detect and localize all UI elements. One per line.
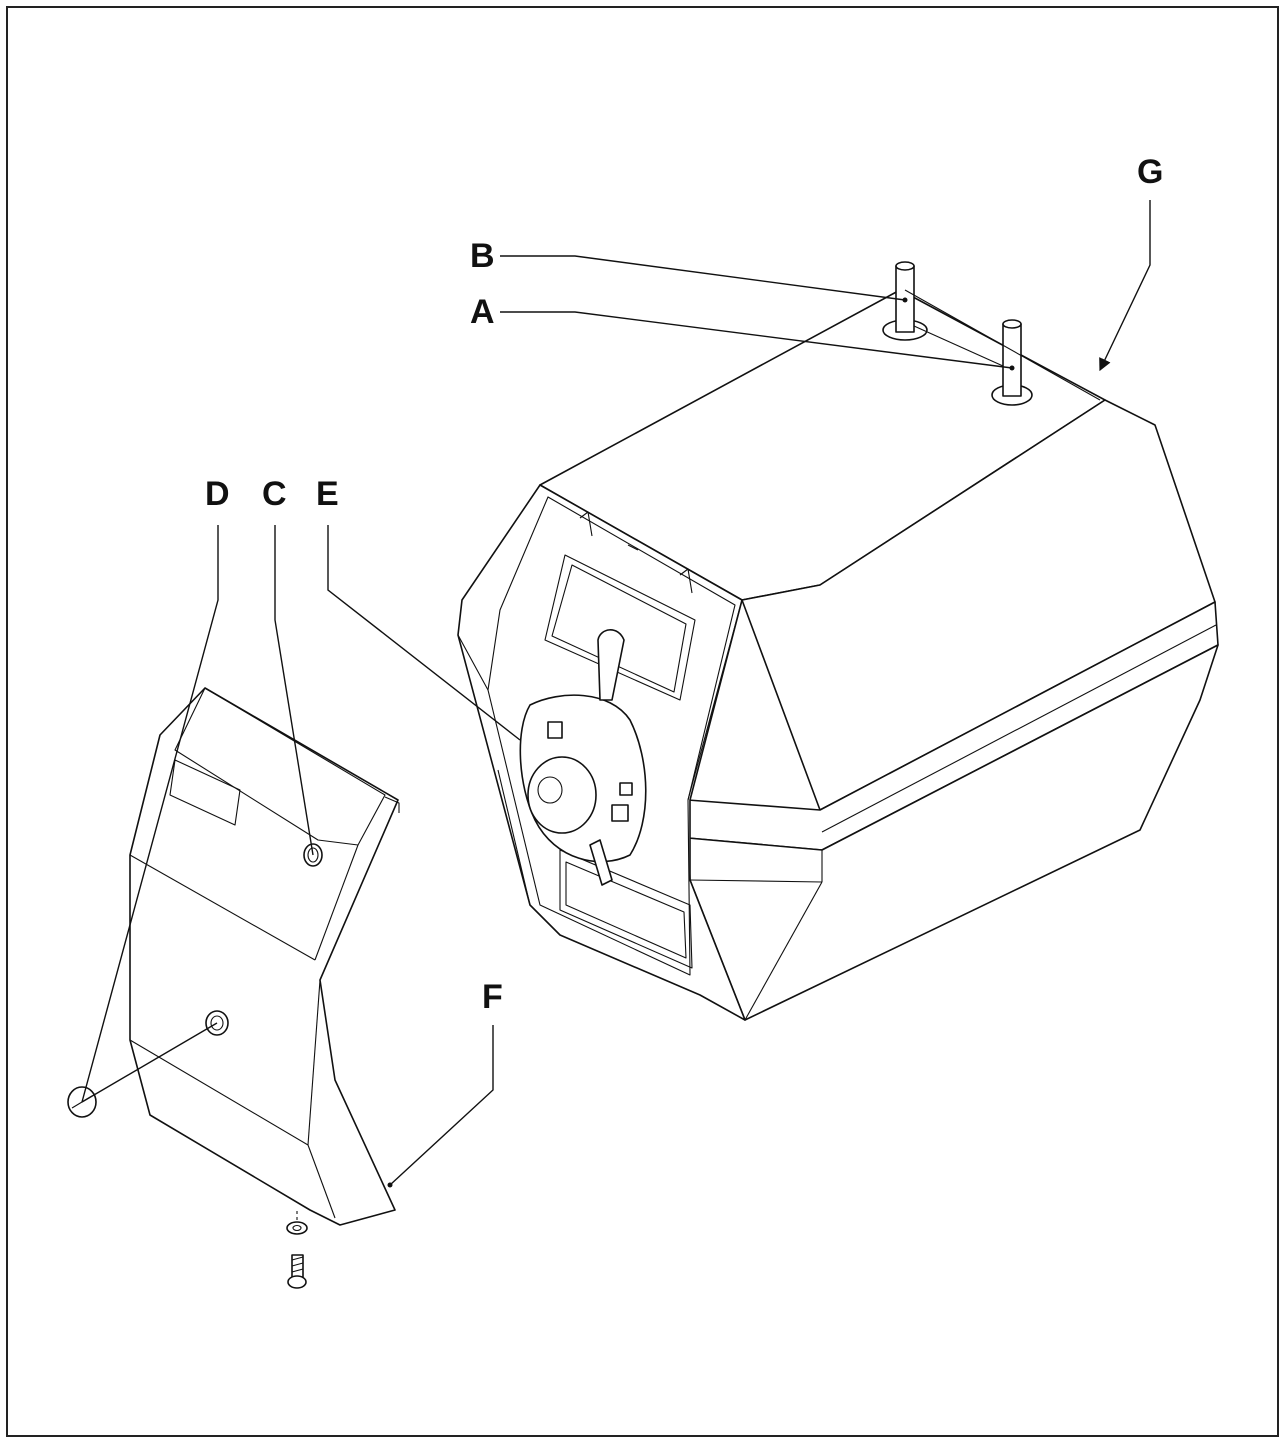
- leader-e: [327, 525, 521, 741]
- tank-edge: [744, 881, 823, 1021]
- callout-e: E: [316, 475, 339, 513]
- cover-fold: [314, 844, 359, 961]
- callout-labels: G B A D C E F: [205, 153, 1163, 1016]
- tank-edge: [741, 584, 821, 601]
- tank-edge: [689, 879, 823, 883]
- washer: [286, 1221, 308, 1235]
- tank-edge: [904, 289, 1101, 401]
- cover-fold: [307, 1144, 336, 1219]
- callout-b: B: [470, 237, 495, 275]
- tank-band-line: [821, 624, 1217, 833]
- leader-b: [500, 255, 906, 301]
- cover-hook: [384, 796, 400, 813]
- cover-fold: [129, 1039, 309, 1146]
- front-cover: [129, 687, 400, 1226]
- tank-edge: [497, 769, 531, 906]
- leader-d-hole: [81, 1022, 218, 1103]
- leader-c: [274, 525, 314, 856]
- screw-head: [287, 1275, 307, 1289]
- cover-outer: [129, 687, 399, 1226]
- tank-front-panel: [487, 496, 736, 976]
- washer-and-screw: [286, 1211, 308, 1289]
- thermostat-dial: [527, 756, 597, 834]
- thermostat-screw: [611, 804, 629, 822]
- thermostat-assembly: [519, 629, 647, 886]
- tank-edge: [913, 325, 1004, 367]
- cover-label-window: [169, 759, 241, 826]
- thermostat-lower-lever: [589, 839, 613, 886]
- tank-edge: [687, 599, 743, 801]
- cover-fold: [307, 979, 321, 1146]
- pipe-b: [882, 261, 928, 341]
- upper-access-window-inner: [551, 564, 687, 693]
- callout-d: D: [205, 475, 230, 513]
- leader-f: [389, 1025, 494, 1186]
- leader-a: [500, 311, 1013, 369]
- water-heater-tank: [457, 261, 1219, 1021]
- pipe-a: [991, 319, 1033, 406]
- thermostat-screw: [619, 782, 633, 796]
- lower-access-window-inner: [565, 861, 687, 959]
- thermostat-lever: [597, 629, 625, 701]
- panel-tabs: [579, 511, 693, 594]
- callout-f: F: [482, 978, 503, 1016]
- thermostat-dial-hub: [537, 776, 563, 804]
- leader-g: [1099, 200, 1151, 372]
- callout-a: A: [470, 293, 495, 331]
- leader-d: [81, 525, 219, 1103]
- upper-access-window: [544, 554, 696, 701]
- callout-c: C: [262, 475, 287, 513]
- thermostat-screw: [547, 721, 563, 739]
- callout-g: G: [1137, 153, 1163, 191]
- leader-lines: [81, 200, 1151, 1186]
- cover-fold: [129, 854, 316, 961]
- lower-access-window: [559, 849, 693, 969]
- tank-edge: [457, 634, 489, 691]
